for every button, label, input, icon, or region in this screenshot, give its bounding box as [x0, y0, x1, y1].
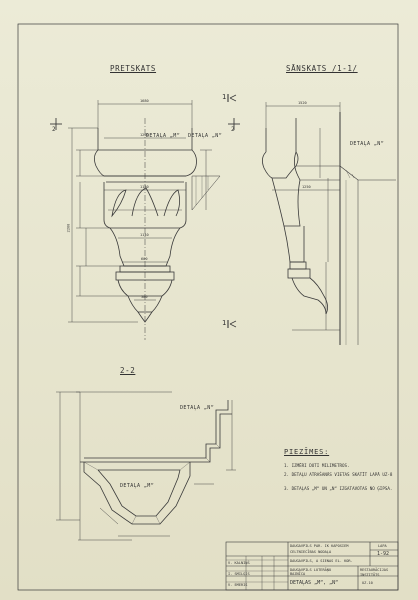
tb-sheet-value: 1-92: [377, 551, 390, 557]
tb-name-3: V. EMERIS: [228, 583, 248, 587]
section-detail-m: DETAĻA „M“: [120, 483, 155, 489]
front-detail-n: DETAĻA „N“: [188, 133, 223, 139]
side-view-title: SĀNSKATS /1-1/: [286, 64, 358, 73]
tb-name-2: I. SMILĢIS: [228, 572, 250, 576]
dim-side-mid: 1250: [302, 185, 311, 189]
dim-front-mid: 1200: [140, 133, 149, 137]
section-view-title: 2-2: [120, 366, 136, 375]
tb-row6: DETAĻAS „M“, „N“: [290, 580, 339, 586]
notes-title: PIEZĪMES:: [284, 448, 330, 456]
tb-name-1: V. KALNIŅŠ: [228, 561, 250, 565]
tb-row2: CELTNIECĪBAS NODAĻA: [290, 550, 332, 554]
front-view-drawing: [50, 94, 240, 340]
tb-org: RESTAURĀCIJAS INSTITŪTS: [360, 568, 389, 577]
front-view-title: PRETSKATS: [110, 64, 157, 73]
front-detail-m: DETAĻA „M“: [146, 133, 181, 139]
dim-side-top: 1520: [298, 101, 307, 105]
dim-front-bottom: 380: [141, 295, 148, 299]
dim-front-base: 600: [141, 257, 148, 261]
cut-mark-top: 1: [222, 93, 227, 101]
section-mark-left: 2: [52, 126, 56, 133]
section-detail-n: DETAĻA „N“: [180, 405, 215, 411]
dim-front-height: 2200: [66, 223, 71, 233]
dim-front-lower: 1140: [140, 233, 149, 237]
cut-mark-bottom: 1: [222, 319, 227, 327]
section-mark-right: 2: [231, 126, 235, 133]
note-1: 1. IZMĒRI DOTI MILIMETROS.: [284, 463, 350, 468]
tb-row3: DAUGAVPILS, A SIENAS EL. KOR.: [290, 559, 353, 563]
tb-code: UZ-10: [362, 581, 373, 585]
sheet-border: [17, 23, 399, 591]
note-3: 3. DETAĻAS „M“ UN „N“ IZGATAVOTAS NO ĢIP…: [284, 486, 393, 491]
dim-front-top: 1680: [140, 99, 149, 103]
tb-row4: DAUGAVPILS LUTERĀŅU: [290, 568, 332, 572]
section-view-drawing: [56, 391, 236, 541]
tb-row1: DAUGAVPILS PAR. IK KAPOSIEM: [290, 544, 349, 548]
side-view-drawing: [262, 102, 396, 345]
tb-sheet-label: LAPA: [378, 544, 387, 548]
dim-front-band: 1130: [140, 185, 149, 189]
note-2: 2. DETAĻU ATRAŠANĀS VIETAS SKATĪT LAPĀ U…: [284, 472, 393, 477]
tb-row5: BAZNĪCA: [290, 572, 306, 576]
title-block-lines: [225, 541, 399, 591]
side-detail-n: DETAĻA „N“: [350, 141, 385, 147]
